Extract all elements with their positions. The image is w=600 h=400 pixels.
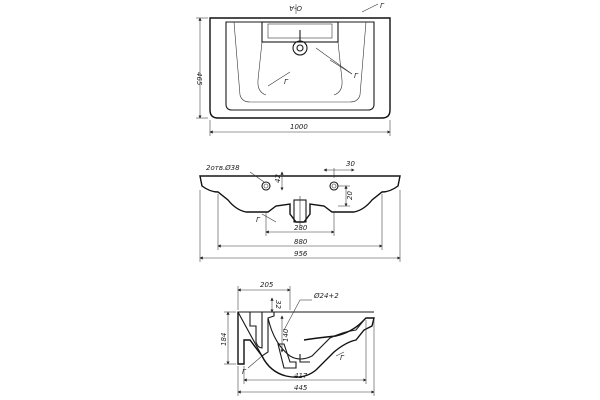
front-view-label-g: Г (256, 216, 261, 224)
front-view-label-holes: 2отв.Ø38 (206, 164, 240, 172)
front-view-dim-956: 956 (294, 250, 308, 258)
side-view-dim-417: 417 (294, 372, 308, 380)
front-view-dim-30: 30 (346, 160, 355, 168)
front-view-hole-right (329, 181, 339, 191)
front-view-dim-880: 880 (294, 238, 308, 246)
top-view-label-g-right: Г (354, 72, 359, 80)
top-view-dim-width: 1000 (290, 123, 308, 131)
side-view-drain (277, 343, 297, 369)
side-view-dim-205: 205 (260, 281, 274, 289)
top-view: О-А Г Г Г 1000 465 (195, 2, 391, 136)
side-view-dim-184: 184 (220, 333, 228, 346)
front-view: 2отв.Ø38 42 30 20 Г 280 880 956 (199, 160, 401, 262)
side-view: 205 32 Ø24+2 184 140 Г Г 417 445 (220, 281, 375, 396)
front-view-hole-left (261, 181, 271, 191)
top-view-tap-hole (292, 40, 308, 56)
side-view-dim-drain: Ø24+2 (313, 292, 339, 300)
top-view-outline (209, 17, 391, 119)
top-view-section-label: О-А (289, 4, 302, 12)
side-view-label-g-left: Г (242, 368, 247, 376)
front-view-dim-20: 20 (346, 191, 354, 200)
side-view-bowl (237, 312, 375, 378)
top-view-bowl (225, 21, 375, 111)
top-view-tap-deck (261, 21, 339, 43)
side-view-dim-140: 140 (282, 328, 290, 342)
side-view-label-g-right: Г (340, 354, 345, 362)
front-view-dim-42: 42 (274, 174, 282, 183)
top-view-label-g-top: Г (380, 2, 385, 10)
side-view-back-wall (237, 311, 275, 357)
front-view-dim-280: 280 (294, 224, 308, 232)
top-view-dim-height: 465 (195, 72, 203, 86)
side-view-dim-445: 445 (294, 384, 308, 392)
side-view-dim-32: 32 (274, 300, 282, 309)
top-view-label-g-inner: Г (284, 78, 289, 86)
